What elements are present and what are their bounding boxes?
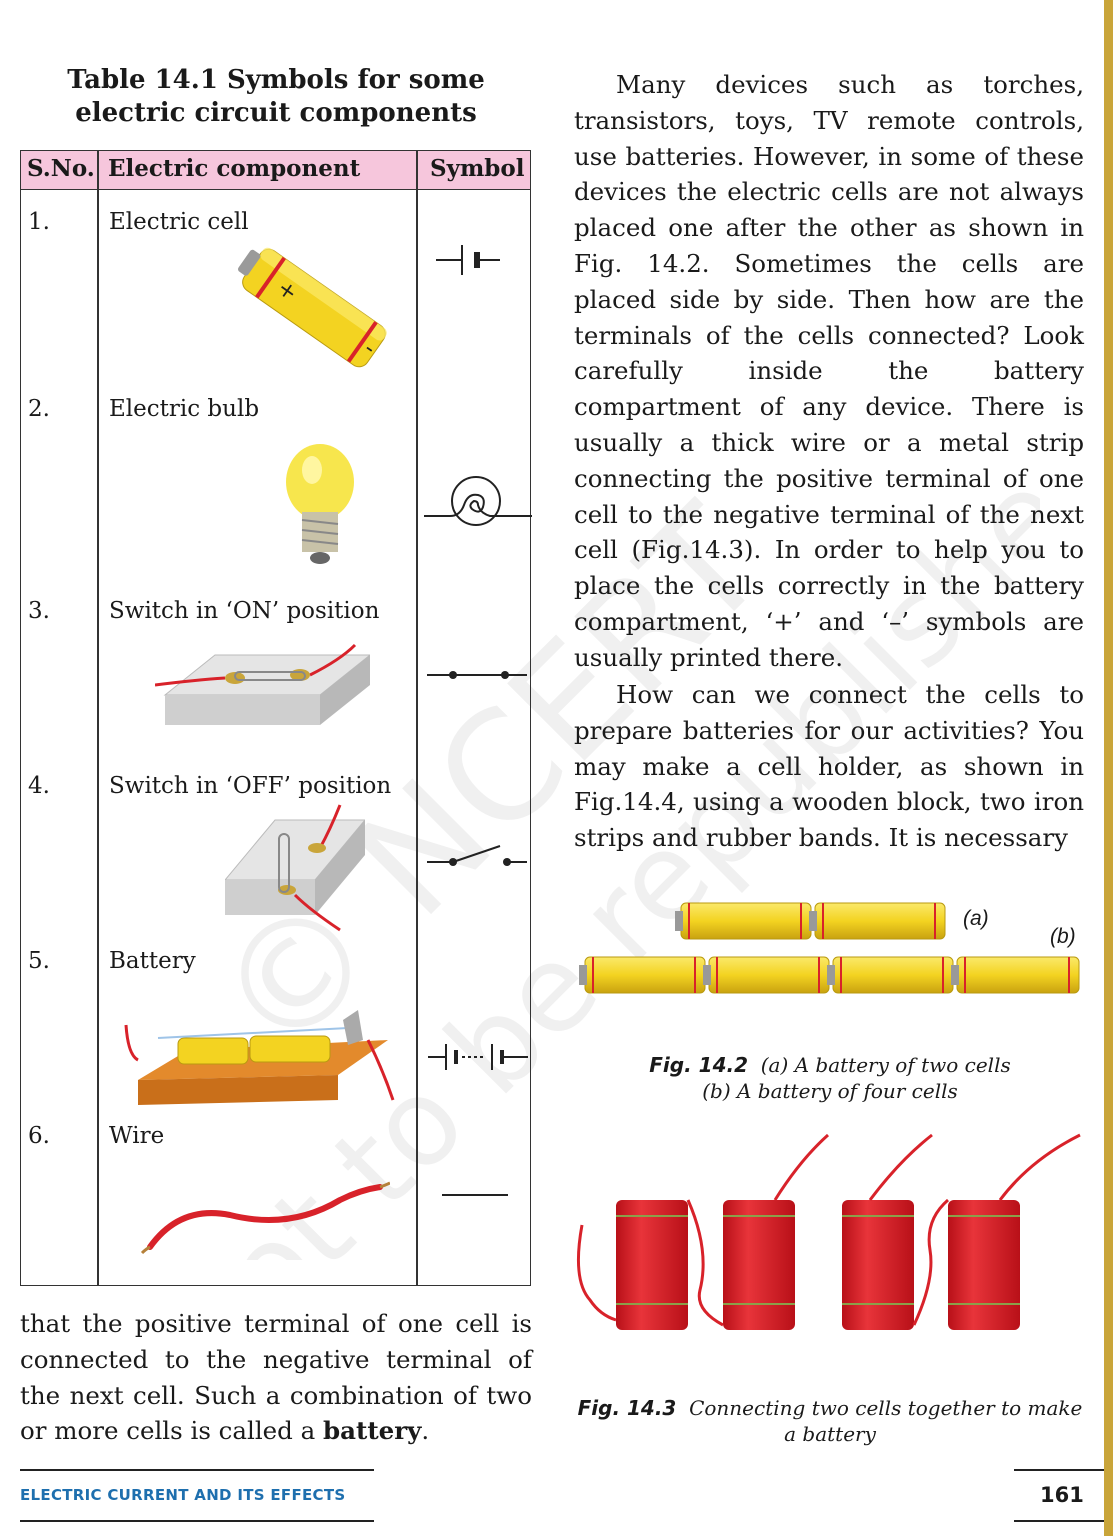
table-divider bbox=[416, 150, 418, 1286]
fig-14-2-image bbox=[579, 902, 1080, 994]
connecting-wires bbox=[576, 1133, 1081, 1327]
footer-rule-top bbox=[20, 1469, 374, 1471]
battery-two-cells bbox=[675, 902, 946, 940]
footer-rule-bottom bbox=[20, 1520, 374, 1522]
table-caption-line1: Table 14.1 Symbols for some bbox=[67, 65, 485, 95]
component-name: Electric bulb bbox=[109, 396, 260, 422]
header-component: Electric component bbox=[108, 155, 361, 182]
fig-14-3-caption: Fig. 14.3 Connecting two cells together … bbox=[575, 1395, 1085, 1447]
fig-14-2-caption: Fig. 14.2 (a) A battery of two cells (b)… bbox=[575, 1052, 1085, 1104]
fig-14-2-caption-line1: (a) A battery of two cells bbox=[760, 1053, 1011, 1077]
switch-off-symbol bbox=[427, 845, 527, 866]
paragraph-2-text: How can we connect the cells to prepare … bbox=[574, 680, 1084, 853]
row-number: 1. bbox=[28, 209, 50, 235]
fig-14-2-caption-line2: (b) A battery of four cells bbox=[702, 1079, 958, 1103]
footer-rule-bottom bbox=[1014, 1520, 1104, 1522]
wire-image bbox=[140, 1181, 390, 1255]
row-number: 3. bbox=[28, 598, 50, 624]
fig-14-3-caption-line1: Connecting two cells together to make bbox=[689, 1396, 1083, 1420]
electric-cell-image: + - bbox=[238, 247, 387, 368]
cell-symbol bbox=[436, 245, 500, 275]
red-cells bbox=[616, 1200, 1020, 1330]
page-number: 161 bbox=[1040, 1483, 1084, 1507]
row-number: 6. bbox=[28, 1123, 50, 1149]
table-caption: Table 14.1 Symbols for some electric cir… bbox=[20, 64, 532, 130]
fig-14-2-label-b: (b) bbox=[1050, 925, 1076, 948]
component-name: Electric cell bbox=[109, 209, 249, 235]
component-name: Switch in ‘ON’ position bbox=[109, 598, 380, 624]
switch-off-image bbox=[225, 804, 365, 932]
header-sno: S.No. bbox=[27, 155, 95, 182]
wire-symbol bbox=[442, 1194, 508, 1196]
battery-symbol bbox=[428, 1044, 528, 1070]
component-name: Switch in ‘OFF’ position bbox=[109, 773, 392, 799]
battery-image bbox=[124, 1010, 395, 1105]
paragraph-3: that the positive terminal of one cell i… bbox=[20, 1306, 532, 1449]
fig-14-3-number: Fig. 14.3 bbox=[577, 1396, 677, 1420]
table-caption-line2: electric circuit components bbox=[75, 98, 477, 128]
paragraph-1-text: Many devices such as torches, transistor… bbox=[574, 70, 1084, 672]
component-name: Wire bbox=[109, 1123, 165, 1149]
paragraph-3-text: that the positive terminal of one cell i… bbox=[20, 1309, 532, 1446]
running-footer-title: ELECTRIC CURRENT AND ITS EFFECTS bbox=[20, 1486, 346, 1504]
paragraph-3-end: . bbox=[421, 1416, 430, 1446]
footer-rule-top bbox=[1014, 1469, 1104, 1471]
paragraph-1: Many devices such as torches, transistor… bbox=[574, 67, 1084, 676]
paragraph-2: How can we connect the cells to prepare … bbox=[574, 677, 1084, 856]
battery-four-cells bbox=[579, 956, 1080, 994]
fig-14-2-label-a: (a) bbox=[963, 907, 989, 930]
page-edge-strip bbox=[1104, 0, 1113, 1536]
row-number: 2. bbox=[28, 396, 50, 422]
switch-on-symbol bbox=[427, 671, 527, 679]
fig-14-3-image bbox=[576, 1133, 1081, 1330]
electric-bulb-image bbox=[286, 444, 354, 564]
switch-on-image bbox=[155, 643, 370, 725]
table-divider bbox=[97, 150, 99, 1286]
row-number: 5. bbox=[28, 948, 50, 974]
battery-term: battery bbox=[323, 1416, 422, 1446]
row-number: 4. bbox=[28, 773, 50, 799]
fig-14-2-number: Fig. 14.2 bbox=[649, 1053, 749, 1077]
fig-14-3-caption-line2: a battery bbox=[784, 1422, 876, 1446]
header-symbol: Symbol bbox=[430, 155, 525, 182]
component-name: Battery bbox=[109, 948, 196, 974]
bulb-symbol bbox=[424, 476, 532, 526]
table-header-row bbox=[20, 150, 531, 190]
